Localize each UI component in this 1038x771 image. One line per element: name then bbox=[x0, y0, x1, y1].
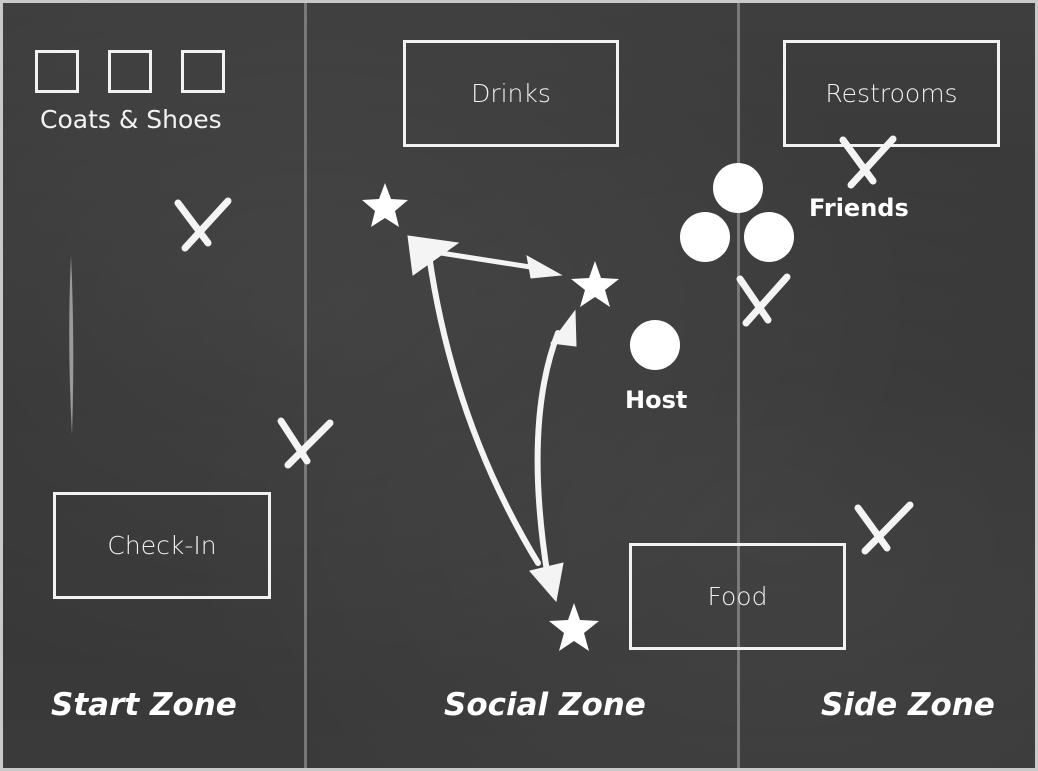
x-mark-icon bbox=[839, 135, 897, 189]
coat-cubby-2 bbox=[108, 50, 152, 93]
check-in-label: Check-In bbox=[107, 531, 217, 560]
host-label: Host bbox=[625, 386, 688, 414]
zone-divider-left bbox=[304, 3, 307, 768]
chalk-smear bbox=[69, 255, 74, 435]
social-zone-label: Social Zone bbox=[444, 687, 646, 723]
arrow-icon bbox=[407, 235, 577, 603]
coat-cubby-3 bbox=[181, 50, 225, 93]
check-in-station: Check-In bbox=[53, 492, 271, 599]
coats-label: Coats & Shoes bbox=[40, 105, 222, 134]
friend-circle-icon bbox=[744, 212, 794, 262]
chalk-drawings bbox=[69, 135, 914, 651]
food-station: Food bbox=[629, 543, 846, 650]
x-mark-icon bbox=[736, 273, 791, 327]
drinks-label: Drinks bbox=[471, 79, 551, 108]
friend-circle-icon bbox=[680, 212, 730, 262]
zone-divider-right bbox=[737, 3, 740, 768]
host-circle-icon bbox=[630, 320, 680, 370]
star-icon bbox=[571, 261, 619, 307]
x-mark-icon bbox=[174, 197, 232, 252]
food-label: Food bbox=[707, 582, 768, 611]
star-icon bbox=[362, 183, 408, 227]
drinks-station: Drinks bbox=[403, 40, 619, 147]
coat-cubby-1 bbox=[35, 50, 79, 93]
side-zone-label: Side Zone bbox=[821, 687, 995, 723]
friends-label: Friends bbox=[809, 194, 909, 222]
restrooms-label: Restrooms bbox=[825, 79, 958, 108]
star-icon bbox=[549, 603, 599, 651]
start-zone-label: Start Zone bbox=[51, 687, 237, 723]
x-mark-icon bbox=[854, 501, 914, 555]
friend-circle-icon bbox=[713, 163, 763, 213]
x-mark-icon bbox=[277, 417, 334, 469]
